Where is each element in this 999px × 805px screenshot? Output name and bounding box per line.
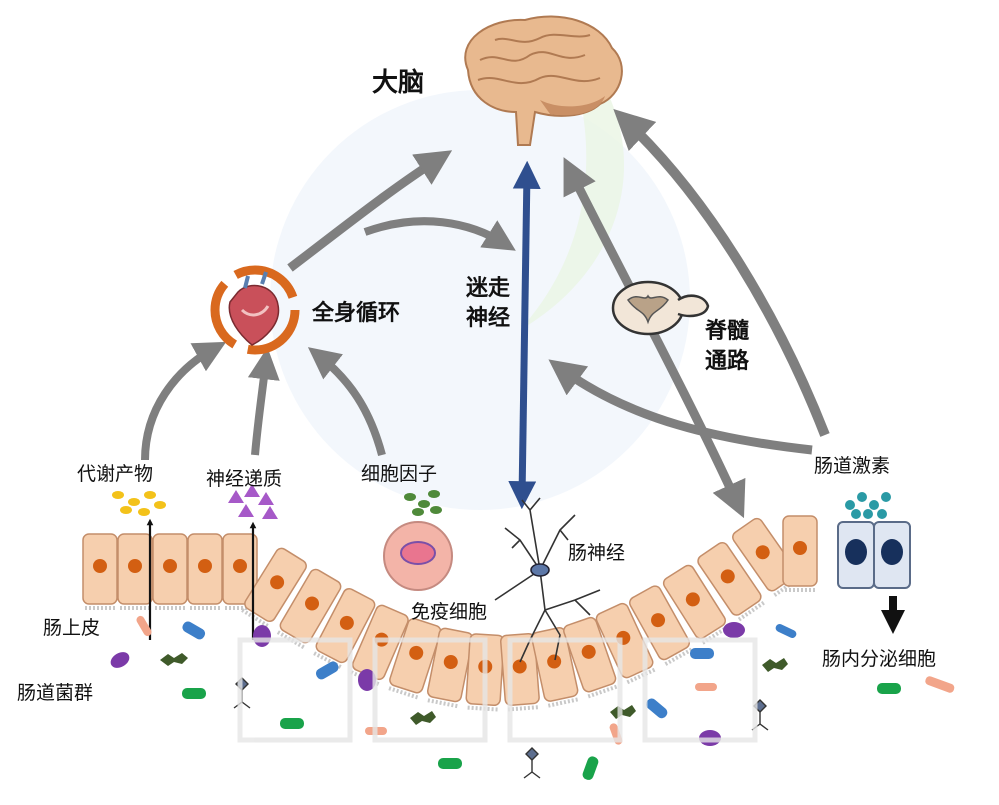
epithelial-cell xyxy=(82,533,118,610)
hormone-particles xyxy=(845,492,891,519)
watermark-logo xyxy=(237,637,758,743)
brain-label: 大脑 xyxy=(372,68,425,98)
epithelial-cell xyxy=(117,533,153,610)
arrow-hormones-to-brain xyxy=(613,109,830,437)
epithelial-cell xyxy=(563,616,618,699)
metabolites-label: 代谢产物 xyxy=(77,463,154,485)
arrow-cytokines-to-circulation xyxy=(307,347,386,457)
enteroendocrine-cells xyxy=(837,521,911,589)
spinal-label-line2: 通路 xyxy=(705,349,750,374)
neurotransmitters-label: 神经递质 xyxy=(206,468,283,490)
spinal-label-line1: 脊髓 xyxy=(705,319,750,344)
epithelial-cell xyxy=(276,568,342,650)
arrow-spinal-brain-to-gut xyxy=(563,157,746,519)
epithelium-label: 肠上皮 xyxy=(43,617,101,639)
enteric-nerve-label: 肠神经 xyxy=(568,542,626,564)
gut-hormones-label: 肠道激素 xyxy=(814,455,891,477)
endocrine-cell-label: 肠内分泌细胞 xyxy=(822,648,937,670)
epithelial-cell xyxy=(187,533,223,610)
epithelial-cell xyxy=(388,617,442,700)
metabolite-particles xyxy=(112,491,166,516)
brain-icon xyxy=(464,15,623,146)
epithelial-cell xyxy=(782,515,818,592)
vagus-nerve-arrow xyxy=(508,160,541,510)
spinal-cord-icon xyxy=(611,280,710,336)
vagus-label-line2: 神经 xyxy=(466,306,511,331)
epithelial-cell xyxy=(152,533,188,610)
epithelial-cell xyxy=(426,627,474,709)
arrow-metabolites-to-circulation xyxy=(141,341,227,461)
circulation-heart-icon xyxy=(210,265,300,355)
circulation-label: 全身循环 xyxy=(312,301,401,326)
epithelial-cell xyxy=(697,541,765,622)
microbiota-label: 肠道菌群 xyxy=(17,682,94,704)
arrow-hormones-to-spinal xyxy=(548,359,813,455)
cytokine-particles xyxy=(404,490,442,516)
cytokines-label: 细胞因子 xyxy=(361,463,438,485)
immune-cell-label: 免疫细胞 xyxy=(411,601,488,623)
epithelial-cell xyxy=(531,627,579,708)
enteric-neuron-icon xyxy=(494,497,601,663)
epithelial-cell xyxy=(241,547,307,628)
arrow-circulation-to-brain xyxy=(287,150,453,272)
arrow-neurotransmitters-to-circulation xyxy=(247,347,280,456)
immune-cell-icon xyxy=(383,521,453,591)
neurotransmitter-particles xyxy=(228,484,278,519)
vagus-label-line1: 迷走 xyxy=(466,276,511,301)
arrow-circulation-to-vagus xyxy=(363,217,516,251)
